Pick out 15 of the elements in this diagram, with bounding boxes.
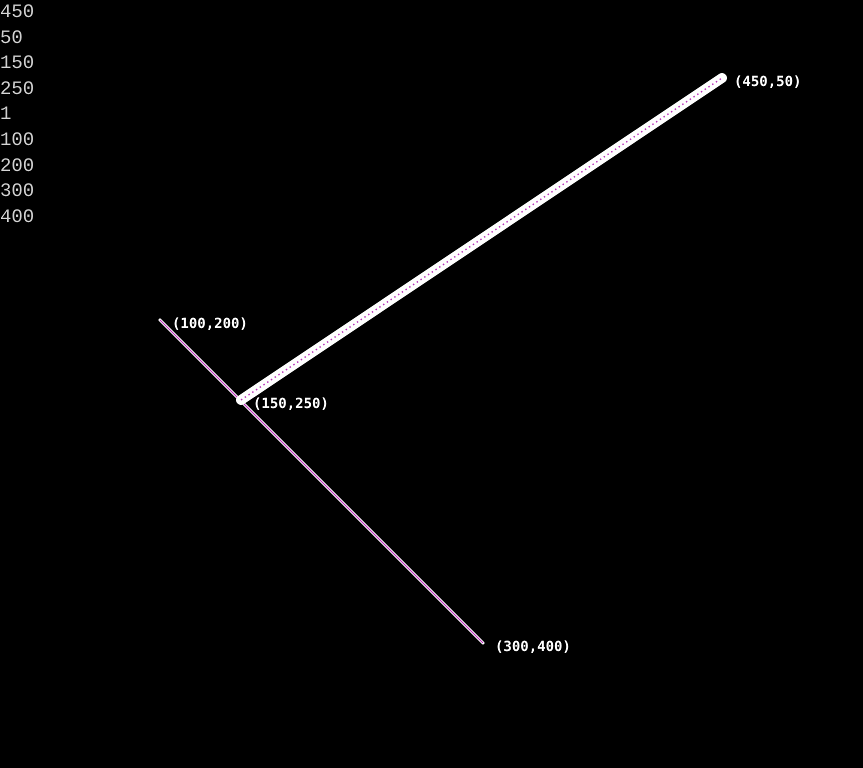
line <box>158 318 484 644</box>
point-label: (150,250) <box>253 396 329 412</box>
number-label: 100 <box>0 128 34 153</box>
number-label: 1 <box>0 102 12 128</box>
number-label: 250 <box>0 76 34 102</box>
number-label: 400 <box>0 204 34 230</box>
point-label: (100,200) <box>172 316 248 332</box>
point-label: (450,50) <box>734 74 802 90</box>
number-label: 450 <box>0 0 34 25</box>
point-label: (300,400) <box>495 639 571 655</box>
number-label: 50 <box>0 26 24 51</box>
number-label: 300 <box>0 179 34 204</box>
number-label: 150 <box>0 51 34 76</box>
thick-line <box>236 73 727 405</box>
number-label: 200 <box>0 154 34 179</box>
